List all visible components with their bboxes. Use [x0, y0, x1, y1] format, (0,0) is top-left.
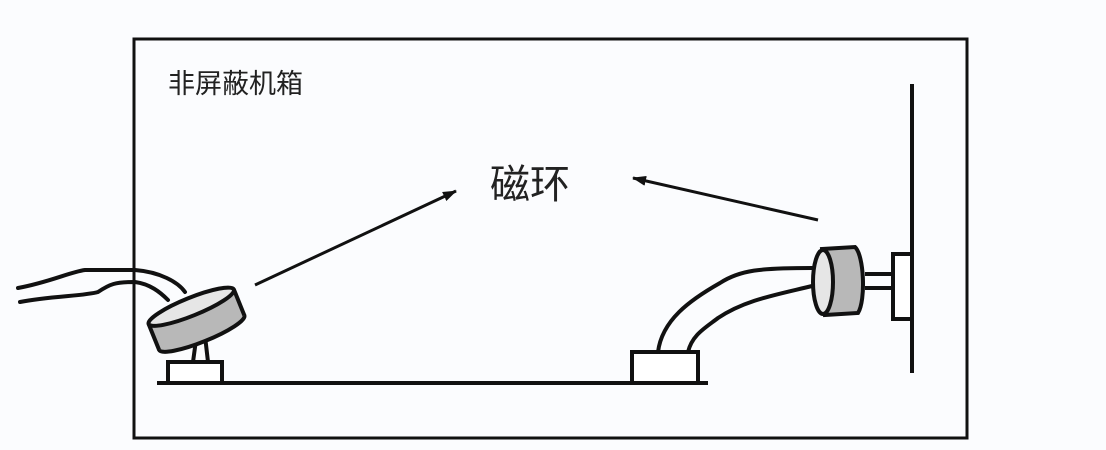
ferrite-label: 磁环 — [490, 162, 570, 208]
enclosure-label: 非屏蔽机箱 — [168, 69, 303, 100]
enclosure-box — [132, 37, 969, 440]
right-panel-connector — [891, 252, 914, 321]
left-connector-base — [166, 360, 224, 385]
right-cable — [656, 266, 814, 354]
right-ferrite-ring — [811, 244, 866, 318]
left-ferrite-ring — [146, 285, 247, 354]
arrow-left — [254, 189, 457, 287]
arrow-right — [632, 176, 819, 222]
right-connector-base — [630, 350, 700, 385]
